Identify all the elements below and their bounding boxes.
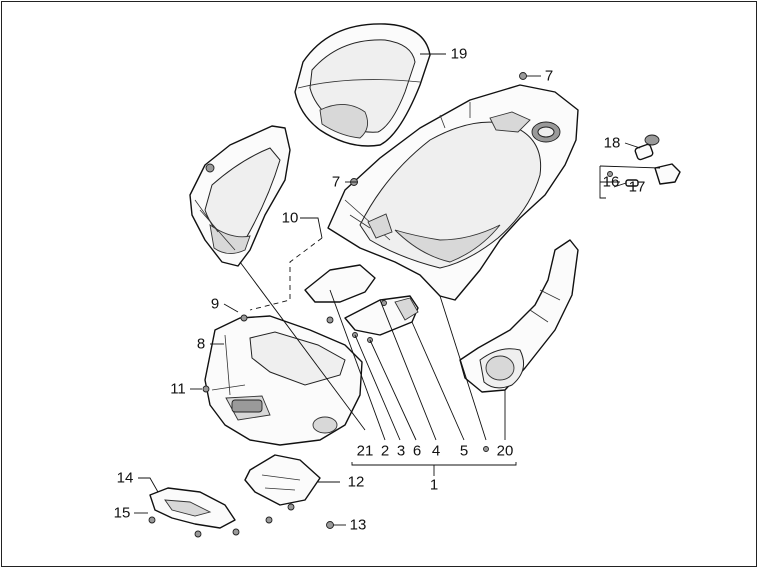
callout-9: 9: [211, 296, 219, 313]
part-14-small-bracket: [149, 487, 236, 529]
callout-16: 16: [603, 174, 620, 191]
callout-7-left: 7: [332, 174, 340, 191]
callout-2: 2: [381, 443, 389, 460]
callout-11: 11: [170, 381, 186, 398]
callout-5: 5: [460, 443, 468, 460]
callout-13: 13: [350, 517, 367, 534]
part-8-front-inner-cover: [204, 315, 363, 446]
part-bracket-assembly: [304, 264, 419, 343]
part-1-body-frame: [327, 84, 579, 301]
callout-15: 15: [114, 505, 131, 522]
leader-lines: [134, 53, 661, 526]
callout-20: 20: [497, 443, 514, 460]
callout-6: 6: [413, 443, 421, 460]
callout-19: 19: [451, 46, 468, 63]
fasteners: [148, 72, 613, 538]
callout-4: 4: [432, 443, 440, 460]
callout-12: 12: [348, 474, 365, 491]
callout-14: 14: [117, 470, 134, 487]
callout-3: 3: [397, 443, 405, 460]
callout-1: 1: [430, 477, 438, 494]
callout-18: 18: [604, 135, 621, 152]
callout-17: 17: [629, 179, 646, 196]
part-16-bulb-holder: [654, 163, 681, 185]
part-19-helmet-liner: [294, 23, 431, 147]
part-12-bottom-plate: [244, 454, 321, 506]
callout-21: 21: [357, 443, 374, 460]
callout-7-top: 7: [545, 68, 553, 85]
callout-8: 8: [197, 336, 205, 353]
part-left-side-panel: [189, 125, 291, 267]
callout-10: 10: [282, 210, 299, 227]
callout-labels: 19 7 7 10 9 8 11 21 2 3 6 4 5 20 1 12 13…: [114, 46, 646, 534]
part-right-side-panel: [459, 239, 579, 393]
